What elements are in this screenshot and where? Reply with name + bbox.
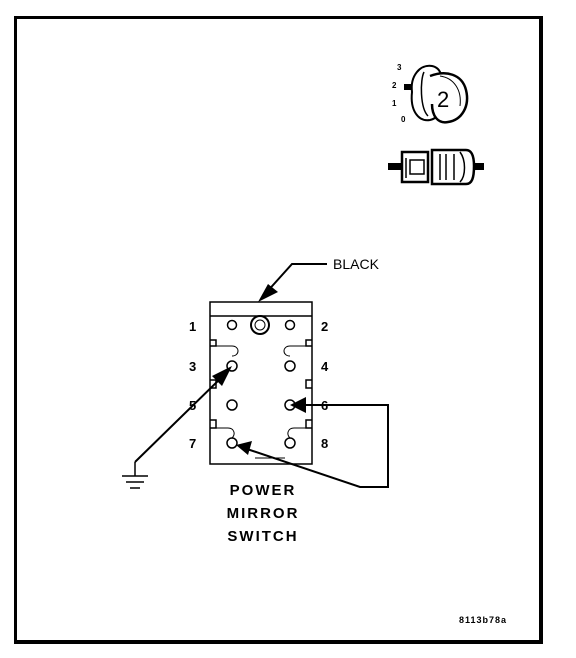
ground-symbol-icon <box>122 475 148 489</box>
pin-label-3: 3 <box>189 359 196 374</box>
pin-label-7: 7 <box>189 436 196 451</box>
selector-position-3: 3 <box>397 63 402 72</box>
selector-position-1: 1 <box>392 99 397 108</box>
black-wire-label: BLACK <box>333 256 380 272</box>
title-line-power: POWER <box>230 482 297 499</box>
jumper-wire <box>236 397 389 488</box>
figure-code: 8113b78a <box>459 615 507 625</box>
connector-plug-icon <box>388 148 484 186</box>
pin-label-8: 8 <box>321 436 328 451</box>
ground-wire <box>134 366 232 476</box>
figure-frame <box>14 16 543 644</box>
title-line-switch: SWITCH <box>227 528 298 545</box>
selector-position-0: 0 <box>401 115 406 124</box>
selector-position-2: 2 <box>392 81 397 90</box>
black-wire-callout: BLACK <box>258 256 380 302</box>
selector-knob-icon: 3 2 1 0 2 <box>392 63 469 124</box>
pin-label-2: 2 <box>321 319 328 334</box>
title-line-mirror: MIRROR <box>227 505 300 522</box>
pin-label-1: 1 <box>189 319 196 334</box>
selector-knob-number: 2 <box>437 87 449 112</box>
pin-label-4: 4 <box>321 359 329 374</box>
switch-title: POWER MIRROR SWITCH <box>227 482 300 545</box>
switch-body <box>209 301 313 465</box>
